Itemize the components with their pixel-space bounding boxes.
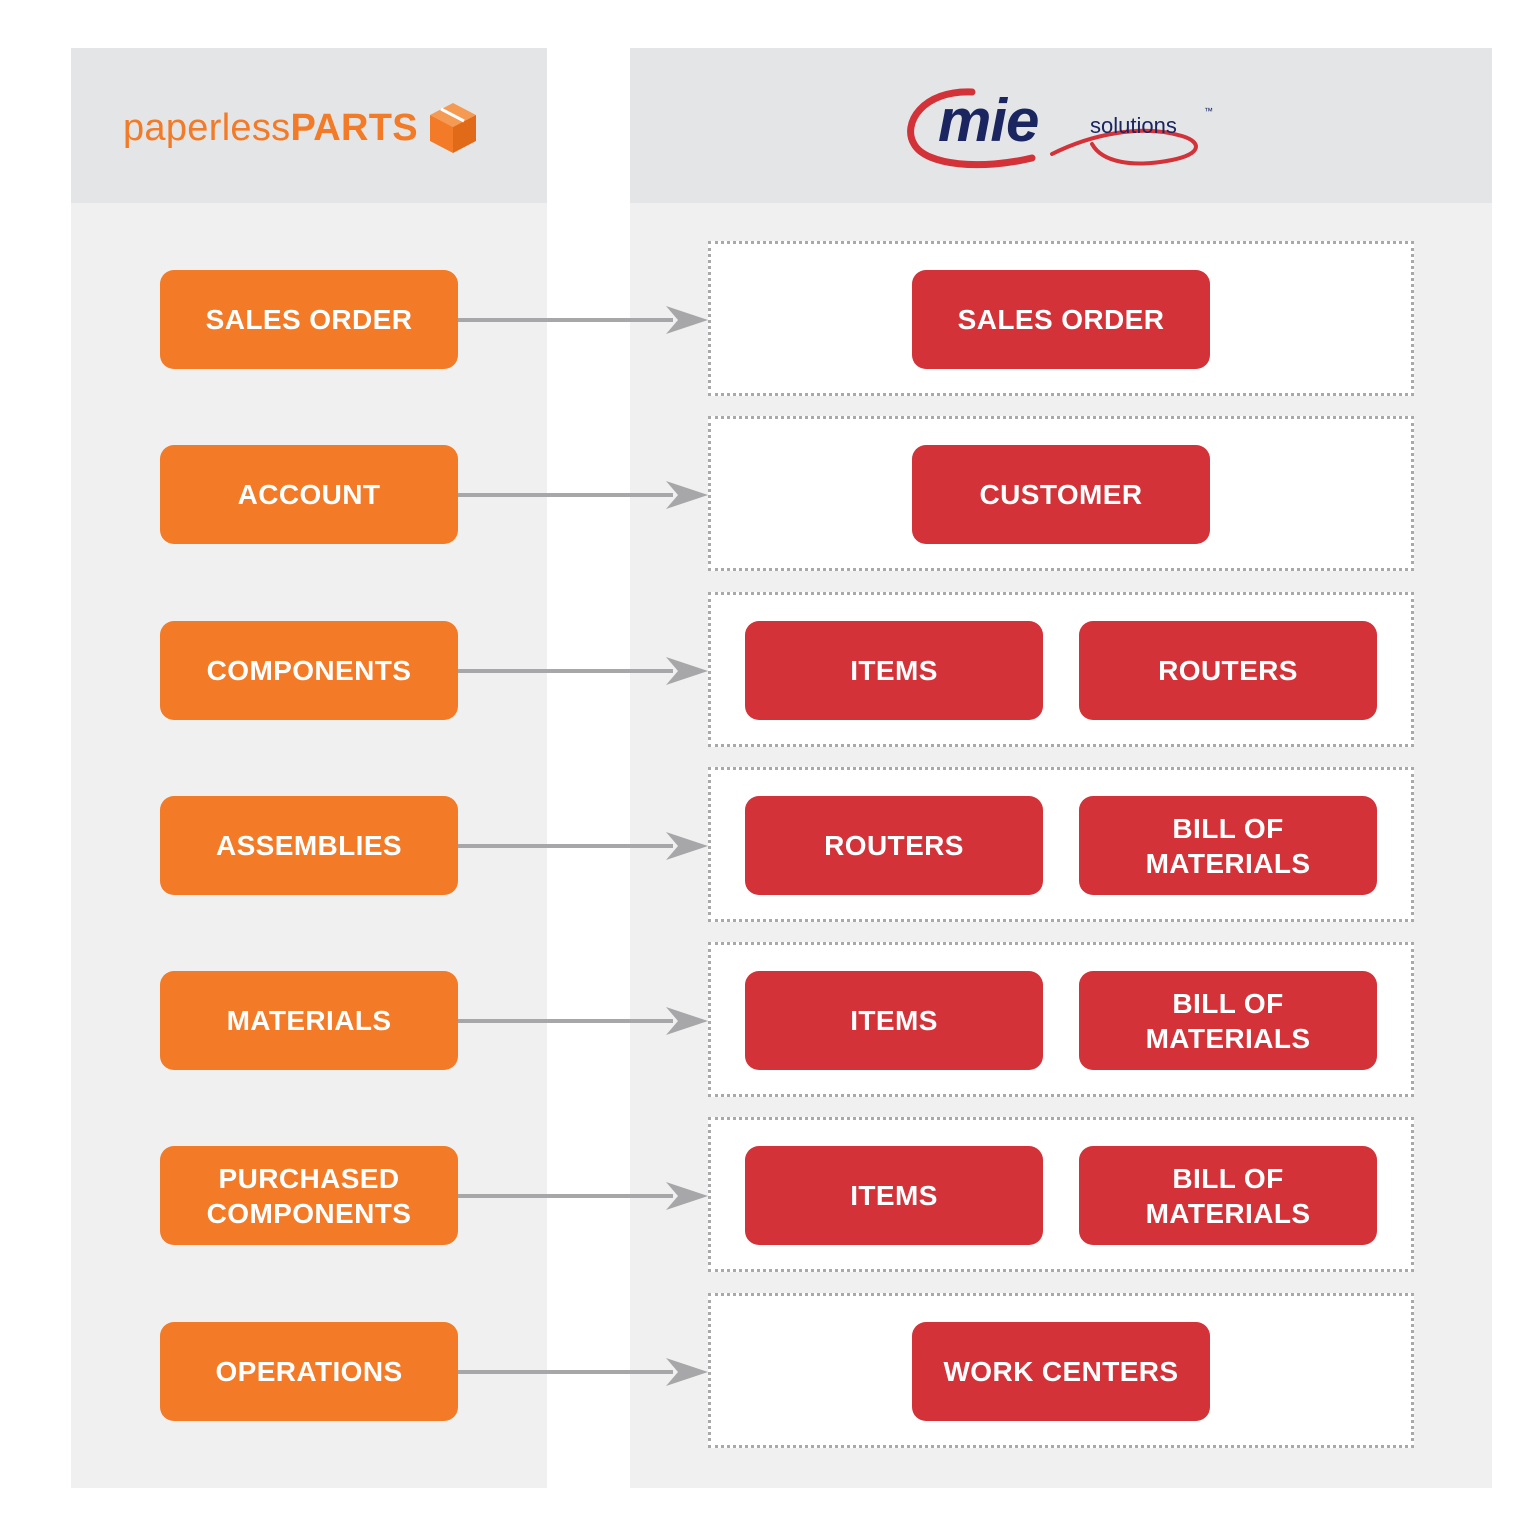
mie-target-group: WORK CENTERS <box>708 1293 1414 1448</box>
paperless-field-box: OPERATIONS <box>160 1322 458 1421</box>
paperless-field-label: ACCOUNT <box>237 479 381 510</box>
mie-field-box: BILL OF MATERIALS <box>1079 971 1377 1070</box>
mie-solutions-logo: mie solutions ™ <box>902 84 1222 172</box>
mie-field-box: ITEMS <box>745 971 1043 1070</box>
mapping-arrow <box>458 1182 708 1210</box>
mapping-row: SALES ORDER SALES ORDER <box>0 241 1536 430</box>
mie-target-group: ITEMS BILL OF MATERIALS <box>708 1117 1414 1272</box>
mie-wordmark: mie <box>938 87 1039 154</box>
mapping-arrow <box>458 1007 708 1035</box>
paperless-field-label: ASSEMBLIES <box>215 830 403 861</box>
swoosh-icon <box>907 88 1198 169</box>
mie-field-box: ROUTERS <box>1079 621 1377 720</box>
mapping-row: ACCOUNT CUSTOMER <box>0 416 1536 605</box>
mie-field-label: ITEMS <box>850 1180 938 1211</box>
paperless-field-label: SALES ORDER <box>205 304 413 335</box>
mie-field-box: ITEMS <box>745 1146 1043 1245</box>
mapping-row: COMPONENTS ITEMS ROUTERS <box>0 592 1536 781</box>
mie-field-label: BILL OF MATERIALS <box>1145 812 1311 879</box>
mie-target-group: SALES ORDER <box>708 241 1414 396</box>
logo-bold-text: PARTS <box>290 106 418 149</box>
paperless-field-label: OPERATIONS <box>215 1356 403 1387</box>
mie-field-label: CUSTOMER <box>979 479 1143 510</box>
mie-field-box: BILL OF MATERIALS <box>1079 1146 1377 1245</box>
paperless-field-box: PURCHASED COMPONENTS <box>160 1146 458 1245</box>
mie-solutions-header: mie solutions ™ <box>630 48 1492 203</box>
paperless-field-label: MATERIALS <box>226 1005 392 1036</box>
mie-field-box: CUSTOMER <box>912 445 1210 544</box>
paperless-field-box: ASSEMBLIES <box>160 796 458 895</box>
mie-field-label: ROUTERS <box>1158 655 1298 686</box>
mie-field-label: WORK CENTERS <box>943 1356 1179 1387</box>
mie-target-group: ROUTERS BILL OF MATERIALS <box>708 767 1414 922</box>
mie-field-label: ROUTERS <box>824 830 964 861</box>
mie-field-box: ROUTERS <box>745 796 1043 895</box>
mie-target-group: ITEMS ROUTERS <box>708 592 1414 747</box>
mie-field-box: WORK CENTERS <box>912 1322 1210 1421</box>
mapping-arrow <box>458 832 708 860</box>
mapping-row: PURCHASED COMPONENTS ITEMS BILL OF MATERIA… <box>0 1117 1536 1306</box>
mie-field-label: SALES ORDER <box>957 304 1165 335</box>
paperless-parts-logo: paperlessPARTS <box>123 98 478 158</box>
paperless-parts-header: paperlessPARTS <box>71 48 547 203</box>
mapping-arrow <box>458 1358 708 1386</box>
mapping-arrow <box>458 657 708 685</box>
mie-field-box: BILL OF MATERIALS <box>1079 796 1377 895</box>
paperless-parts-wordmark: paperlessPARTS <box>123 107 418 150</box>
mie-field-label: BILL OF MATERIALS <box>1145 1162 1311 1229</box>
paperless-field-box: ACCOUNT <box>160 445 458 544</box>
mapping-row: OPERATIONS WORK CENTERS <box>0 1293 1536 1482</box>
paperless-field-label: COMPONENTS <box>206 655 412 686</box>
box-icon <box>429 103 476 153</box>
mie-target-group: CUSTOMER <box>708 416 1414 571</box>
mapping-row: ASSEMBLIES ROUTERS BILL OF MATERIALS <box>0 767 1536 956</box>
mapping-row: MATERIALS ITEMS BILL OF MATERIALS <box>0 942 1536 1131</box>
mie-field-label: ITEMS <box>850 655 938 686</box>
mie-field-label: BILL OF MATERIALS <box>1145 987 1311 1054</box>
logo-light-text: paperless <box>123 106 291 149</box>
paperless-field-box: COMPONENTS <box>160 621 458 720</box>
mie-target-group: ITEMS BILL OF MATERIALS <box>708 942 1414 1097</box>
trademark-symbol: ™ <box>1204 106 1213 116</box>
paperless-field-box: MATERIALS <box>160 971 458 1070</box>
mapping-arrow <box>458 306 708 334</box>
mie-secondary-wordmark: solutions <box>1090 113 1177 138</box>
paperless-field-box: SALES ORDER <box>160 270 458 369</box>
mie-field-label: ITEMS <box>850 1005 938 1036</box>
mapping-arrow <box>458 481 708 509</box>
mie-field-box: ITEMS <box>745 621 1043 720</box>
paperless-field-label: PURCHASED COMPONENTS <box>206 1162 412 1229</box>
mie-field-box: SALES ORDER <box>912 270 1210 369</box>
